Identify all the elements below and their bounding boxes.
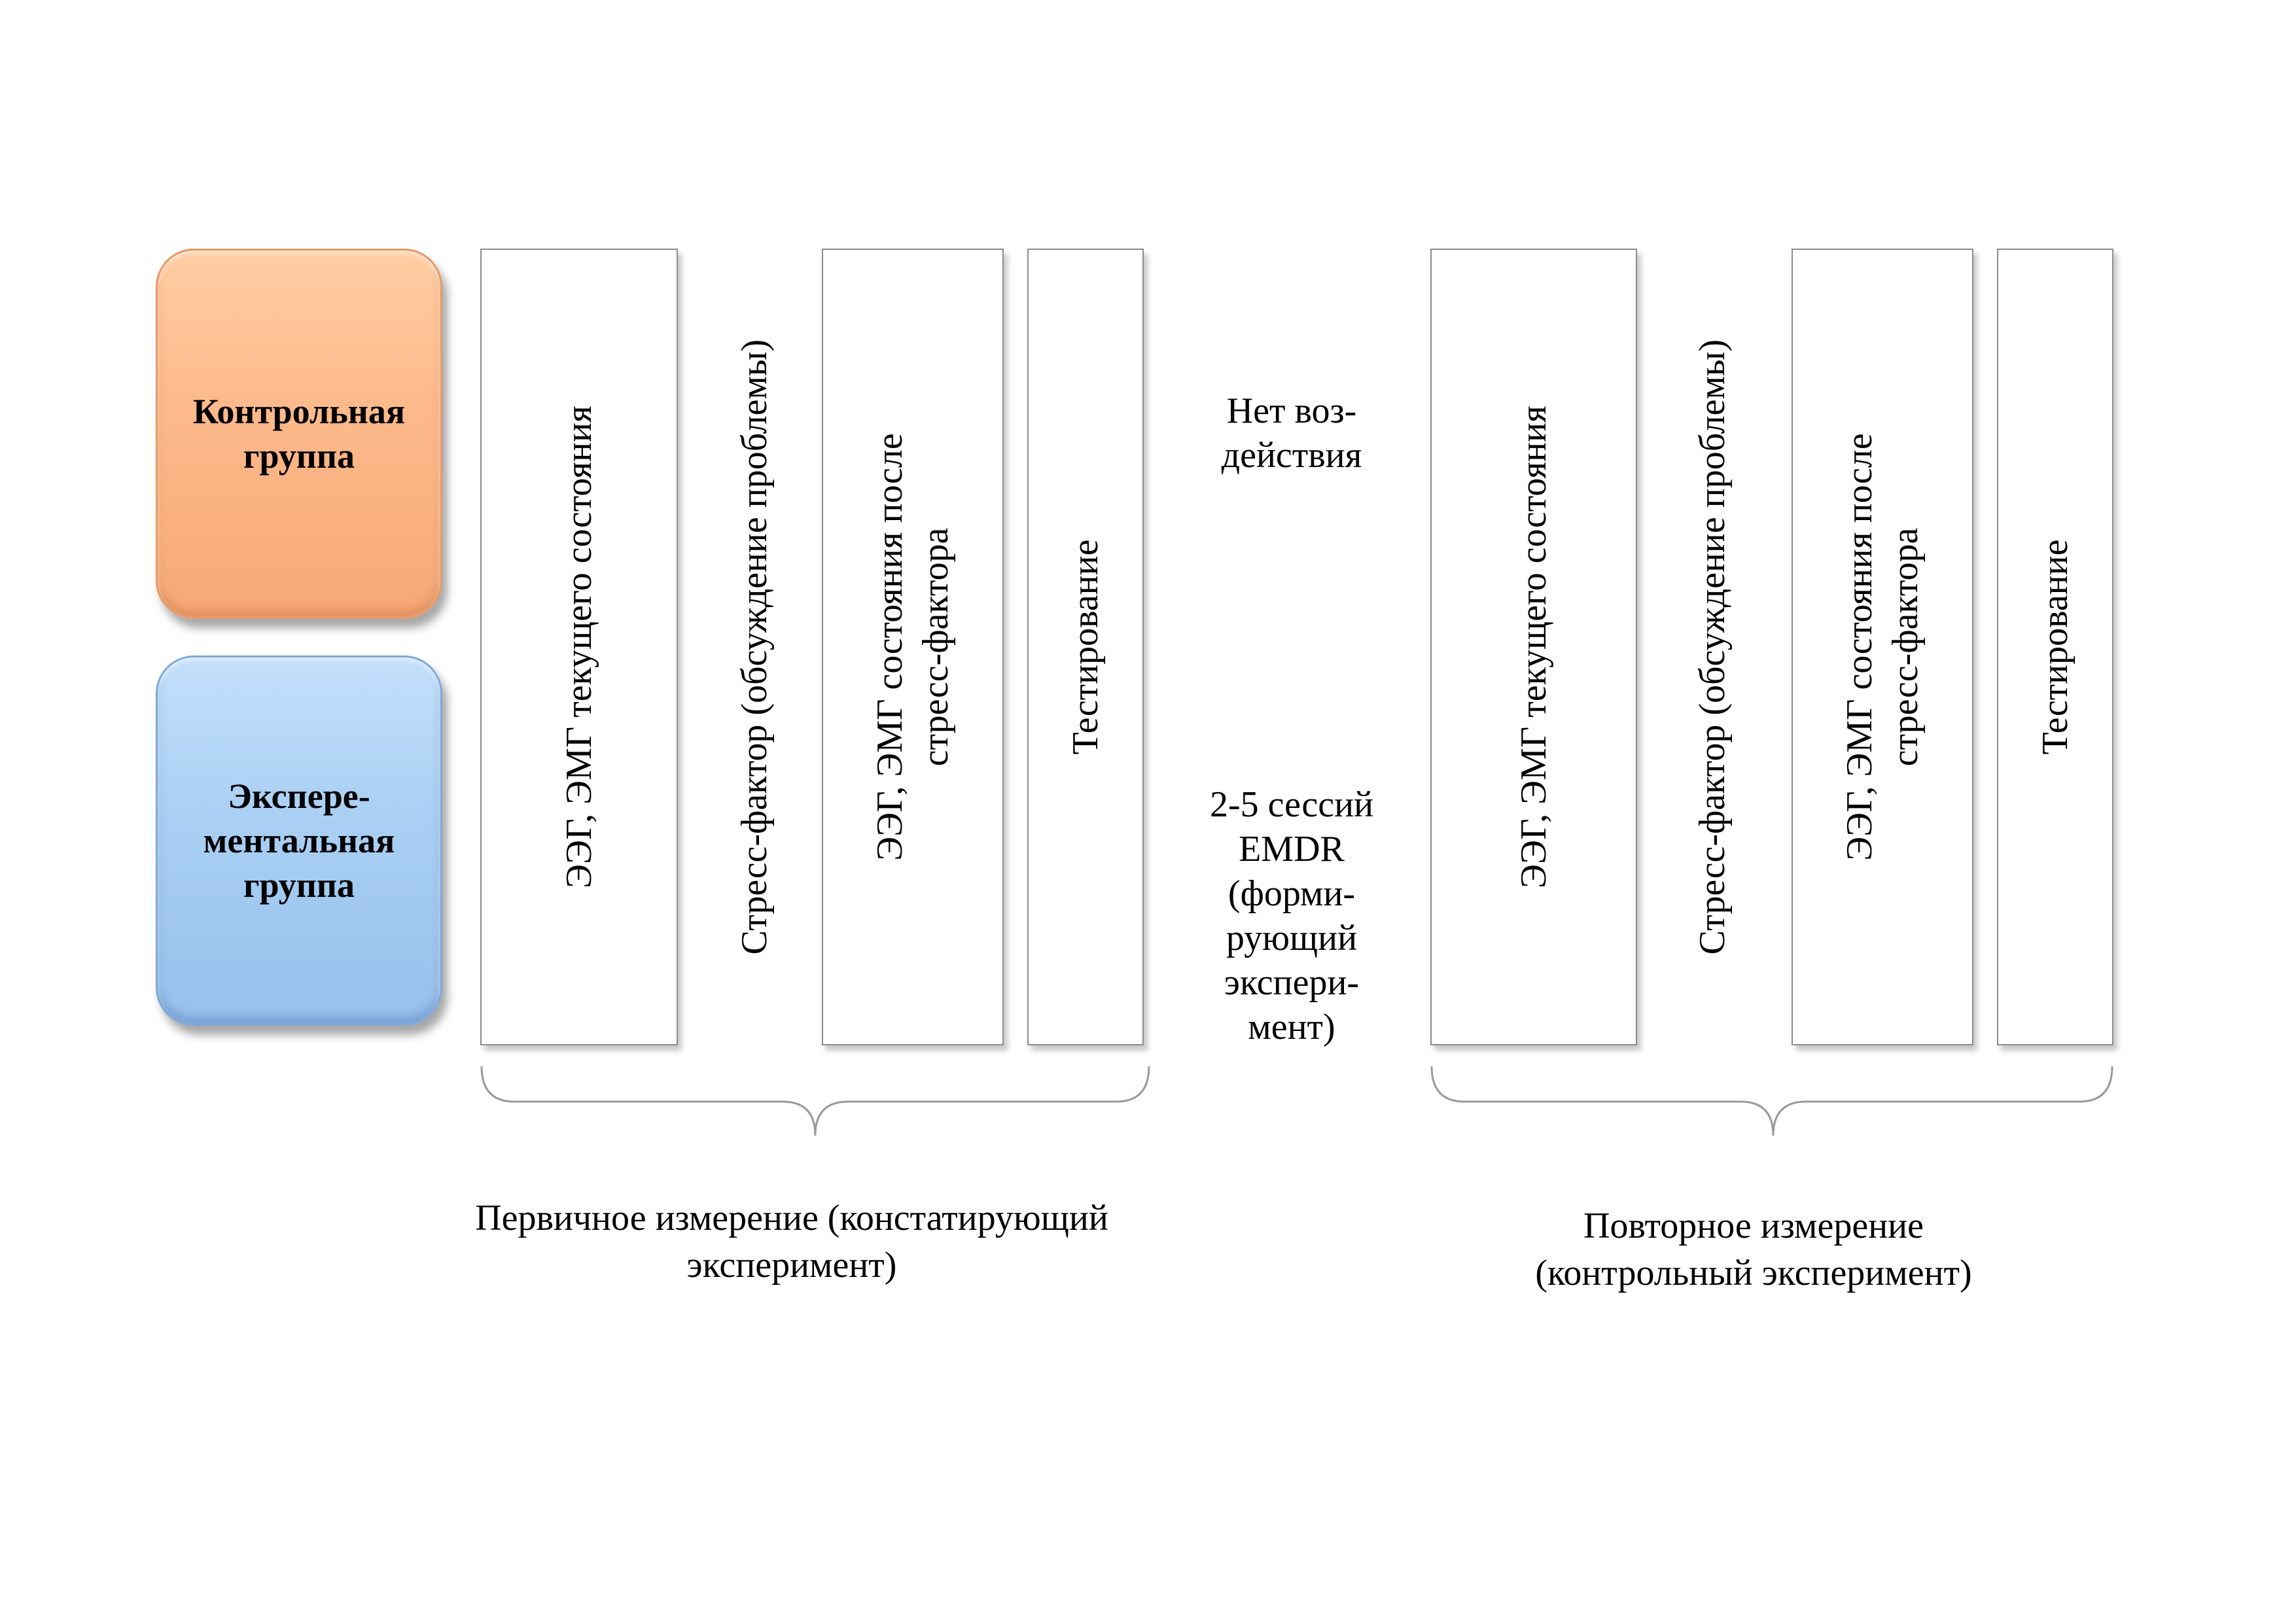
second-measurement-caption: Повторное измерение (контрольный экспери… <box>1535 1206 1972 1293</box>
first-eeg-emg-current-column: ЭЭГ, ЭМГ текущего состояния <box>480 249 678 1045</box>
experimental-emdr-text: 2-5 сессий EMDR (форми- рующий экспери- … <box>1209 784 1374 1047</box>
first-measurement-caption: Первичное измерение (констатирующий эксп… <box>475 1198 1108 1285</box>
second-eeg-emg-after-column: ЭЭГ, ЭМГ состояния после стресс-фактора <box>1792 249 1973 1045</box>
first-testing-column: Тестирование <box>1027 249 1144 1045</box>
control-group-box: Контрольная группа <box>156 249 442 619</box>
second-eeg-emg-current-column: ЭЭГ, ЭМГ текущего состояния <box>1430 249 1637 1045</box>
control-group-label: Контрольная группа <box>192 392 406 476</box>
second-testing-column: Тестирование <box>1997 249 2113 1045</box>
experimental-group-label: Экспере- ментальная группа <box>203 777 395 905</box>
second-block-brace <box>1430 1066 2113 1136</box>
first-eeg-emg-after-column: ЭЭГ, ЭМГ состояния после стресс-фактора <box>822 249 1004 1045</box>
first-block-brace <box>480 1066 1150 1136</box>
experimental-group-box: Экспере- ментальная группа <box>156 655 442 1026</box>
control-no-intervention-text: Нет воз- действия <box>1221 391 1362 476</box>
